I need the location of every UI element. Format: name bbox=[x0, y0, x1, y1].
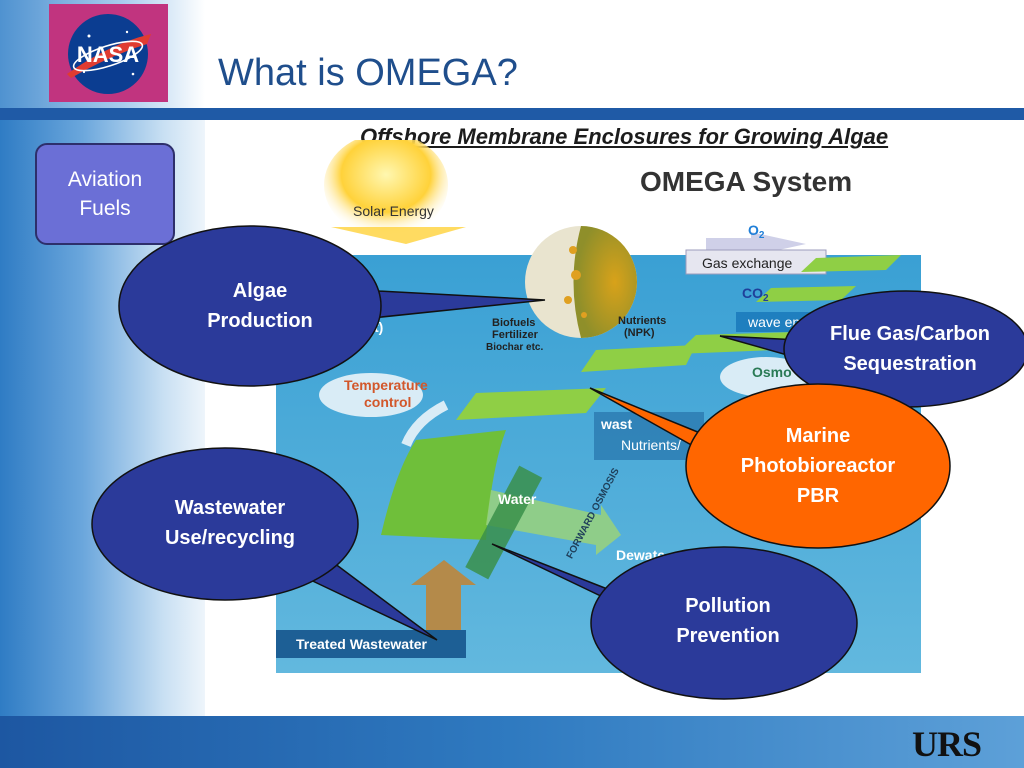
omega-system-heading: OMEGA System bbox=[640, 166, 853, 197]
urs-logo: URS bbox=[912, 724, 982, 764]
gas-exchange-label: Gas exchange bbox=[702, 255, 792, 271]
aviation-fuels-label: Aviation Fuels bbox=[67, 167, 143, 220]
nasa-logo: NASA bbox=[49, 4, 168, 102]
nutrients-npk-label: Nutrients bbox=[618, 315, 666, 327]
fertilizer-label: Fertilizer bbox=[492, 329, 539, 341]
temperature-label: Temperature bbox=[344, 377, 428, 393]
page-title: What is OMEGA? bbox=[218, 52, 518, 94]
nasa-wordmark: NASA bbox=[77, 42, 139, 67]
npk-label: (NPK) bbox=[624, 327, 655, 339]
sun-icon bbox=[324, 140, 448, 237]
osmosis-label: Osmo bbox=[752, 364, 792, 380]
membrane-funnel bbox=[381, 430, 506, 540]
marine-callout-bubble bbox=[685, 383, 951, 549]
pollution-callout-bubble bbox=[590, 546, 858, 700]
treated-wastewater-label: Treated Wastewater bbox=[296, 636, 428, 652]
page-subtitle: Offshore Membrane Enclosures for Growing… bbox=[360, 124, 889, 149]
header-divider-bar bbox=[0, 108, 1024, 120]
biochar-label: Biochar etc. bbox=[486, 342, 543, 353]
aviation-fuels-box: Aviation Fuels bbox=[35, 143, 175, 245]
footer-bar bbox=[0, 716, 1024, 768]
solar-energy-label: Solar Energy bbox=[353, 203, 434, 219]
waste-label: wast bbox=[600, 416, 632, 432]
algae-callout-bubble bbox=[118, 225, 382, 387]
solar-beam bbox=[331, 227, 466, 244]
algae-pointer bbox=[358, 289, 546, 319]
temperature-cloud bbox=[319, 373, 423, 417]
marine-pbr-callout: Marine Photobioreactor PBR bbox=[740, 425, 896, 507]
treated-wastewater-bar bbox=[276, 630, 466, 658]
wastewater-callout: Wastewater Use/recycling bbox=[164, 497, 296, 549]
wastewater-callout-bubble bbox=[91, 447, 359, 601]
pollution-prevention-callout: Pollution Prevention bbox=[676, 595, 780, 647]
algae-production-callout: Algae Production bbox=[207, 280, 313, 332]
nutrients-label: Nutrients/ bbox=[621, 437, 681, 453]
biofuels-label: Biofuels bbox=[492, 317, 535, 329]
control-label: control bbox=[364, 394, 411, 410]
wave-energy-label: wave en bbox=[747, 314, 800, 330]
t-paren-label: t) bbox=[374, 319, 383, 335]
water-label: Water bbox=[498, 491, 537, 507]
wastewater-up-arrow bbox=[411, 560, 476, 630]
flue-gas-callout: Flue Gas/Carbon Sequestration bbox=[829, 323, 991, 375]
o2-label: O2 bbox=[748, 222, 765, 241]
co2-label: CO2 bbox=[742, 285, 769, 304]
